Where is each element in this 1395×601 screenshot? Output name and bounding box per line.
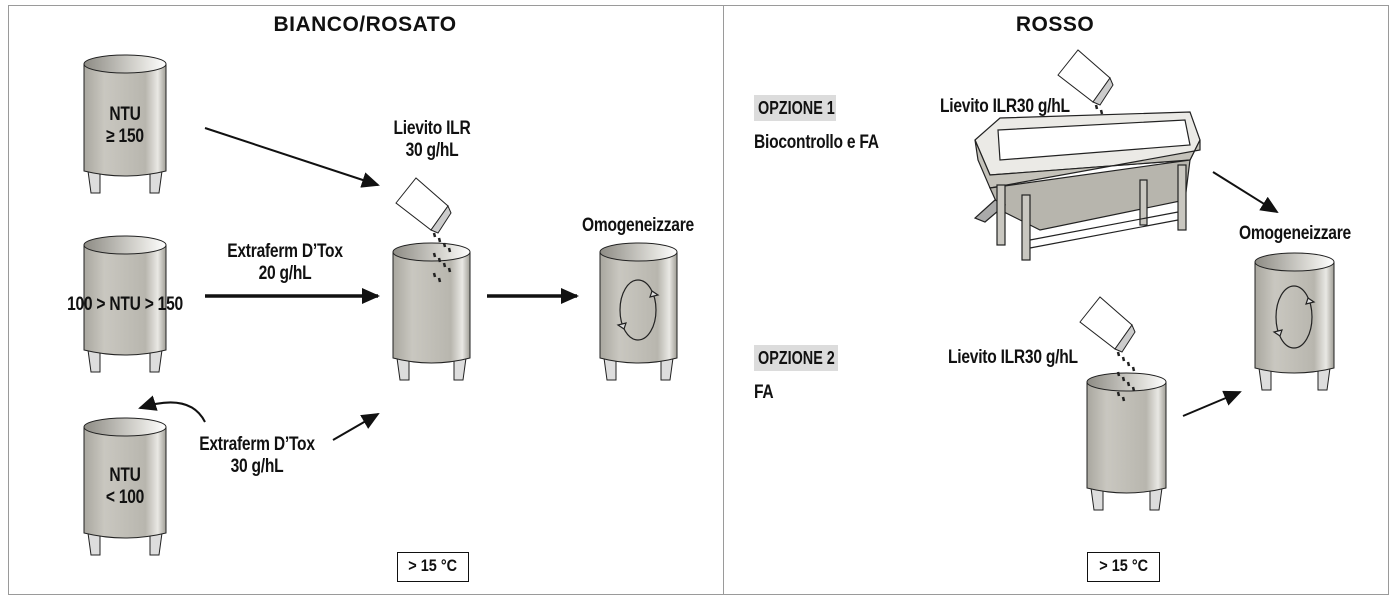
arrow-high-ntu	[204, 127, 380, 188]
tank-low-line1: NTU	[109, 465, 141, 486]
temperature-left-text: > 15 °C	[408, 556, 458, 575]
yeast-line1: Lievito ILR	[393, 118, 471, 139]
tank-high-label: NTU ≥ 150	[84, 104, 166, 148]
extraferm-30-line1: Extraferm D’Tox	[199, 434, 315, 455]
temperature-badge-left: > 15 °C	[397, 552, 469, 582]
left-panel-title: BIANCO/ROSATO	[273, 13, 457, 36]
tank-high-line1: NTU	[109, 104, 141, 125]
arrow-low-ntu	[332, 412, 380, 441]
tank-mid-label: 100 > NTU > 150	[67, 294, 183, 315]
extraferm-20-line2: 20 g/hL	[258, 263, 312, 284]
tank-high-line2: ≥ 150	[106, 126, 144, 147]
mixing-cycle-icon	[616, 279, 660, 341]
tank-low-line2: < 100	[105, 487, 145, 508]
arrow-curved-back	[138, 395, 206, 423]
extraferm-20-label: Extraferm D’Tox 20 g/hL	[219, 241, 350, 285]
tank-receiving-icon	[392, 242, 471, 381]
temperature-badge-right: > 15 °C	[1087, 552, 1160, 582]
tank-low-ntu-icon	[83, 417, 167, 556]
option1-yeast-label: Lievito ILR30 g/hL	[940, 96, 1070, 117]
panel-divider	[723, 5, 724, 595]
homogenize-label-right: Omogeneizzare	[1239, 223, 1351, 244]
tank-homogenize-right-icon	[1254, 252, 1335, 391]
homogenize-label-left: Omogeneizzare	[582, 215, 694, 236]
tank-option2-icon	[1086, 372, 1167, 511]
arrow-option2	[1182, 390, 1242, 417]
right-panel-title: ROSSO	[1015, 13, 1095, 36]
yeast-bag-option2-icon	[1079, 296, 1136, 402]
option1-description: Biocontrollo e FA	[754, 132, 879, 153]
tank-homogenize-left-icon	[599, 242, 678, 381]
yeast-bag-left-icon	[395, 177, 452, 283]
tank-mid-ntu-icon	[83, 235, 167, 373]
option2-description: FA	[754, 382, 774, 403]
extraferm-20-line1: Extraferm D’Tox	[227, 241, 343, 262]
option1-badge: OPZIONE 1	[754, 95, 836, 121]
option1-badge-text: OPZIONE 1	[758, 98, 835, 118]
temperature-right-text: > 15 °C	[1099, 556, 1148, 575]
option2-badge-text: OPZIONE 2	[758, 348, 835, 368]
option2-yeast-label: Lievito ILR30 g/hL	[948, 347, 1078, 368]
yeast-label: Lievito ILR 30 g/hL	[383, 118, 481, 162]
tank-high-ntu-icon	[83, 54, 167, 194]
tank-low-label: NTU < 100	[84, 465, 166, 509]
yeast-line2: 30 g/hL	[405, 140, 459, 161]
extraferm-30-line2: 30 g/hL	[230, 456, 284, 477]
arrow-option1	[1212, 171, 1279, 214]
extraferm-30-label: Extraferm D’Tox 30 g/hL	[191, 434, 322, 478]
diagram-frame	[8, 5, 1389, 595]
mixing-cycle-icon	[1272, 285, 1316, 349]
sorting-table-icon	[973, 111, 1201, 261]
option2-badge: OPZIONE 2	[754, 345, 838, 371]
